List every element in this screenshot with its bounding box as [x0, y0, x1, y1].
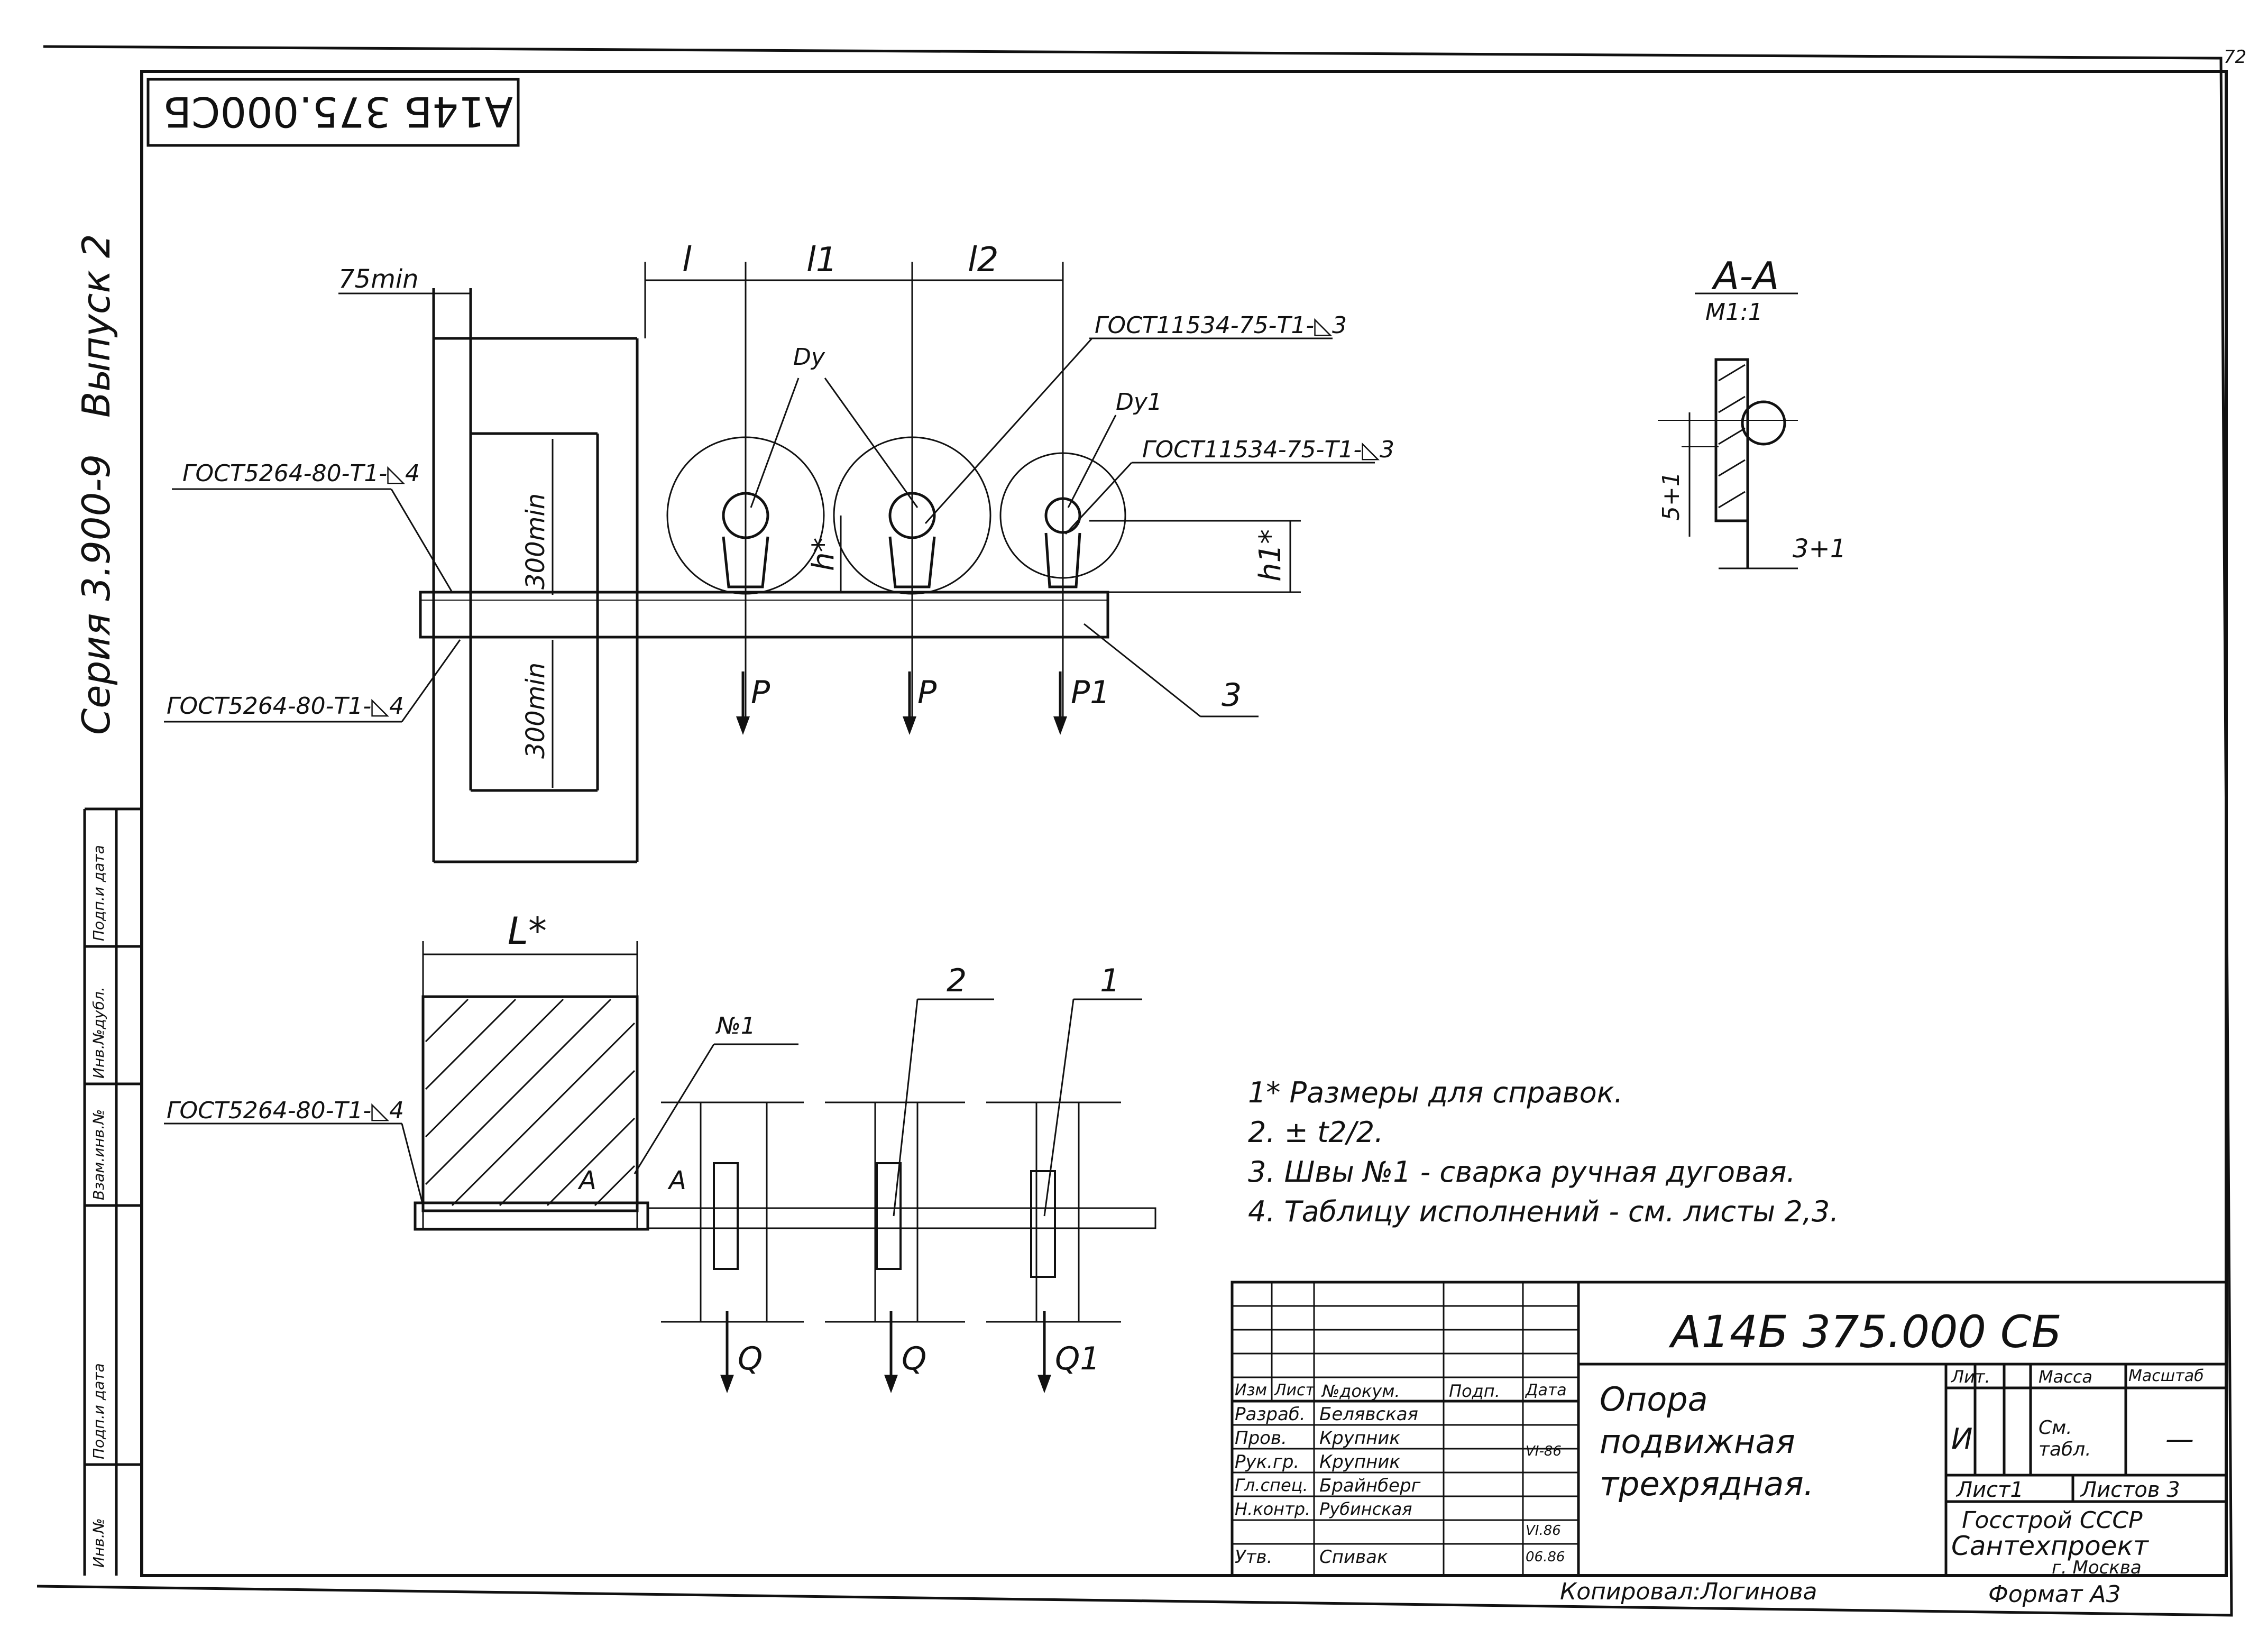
title-block-frame [1231, 1281, 2228, 1577]
doc-code: А14Б 375.000 СБ [1671, 1306, 2062, 1358]
row-date-6: 06.86 [1526, 1549, 1565, 1565]
load-label-p1: P1 [1071, 674, 1110, 711]
part-label-3: 3 [1222, 677, 1242, 714]
massa-value: См. табл. [2039, 1417, 2091, 1460]
weld-label-top-left: ГОСТ5264-80-Т1-◺4 [182, 460, 420, 487]
label-dy: Dy [793, 344, 825, 371]
section-mark-a-left: А [579, 1166, 596, 1195]
org-line-2: Сантехпроект [1951, 1531, 2148, 1561]
header-ndoc: №докум. [1322, 1381, 1400, 1401]
stamp-code: А14Б 375.000СБ [163, 87, 513, 135]
row-role-6: Утв. [1235, 1547, 1273, 1568]
load-label-q1: Q1 [1055, 1340, 1100, 1377]
plate-plan [414, 1201, 649, 1231]
row-name-1: Белявская [1319, 1404, 1418, 1425]
sheet-number: Лист1 [1957, 1478, 2024, 1502]
section-aa-title: А-А [1713, 254, 1779, 298]
title-line-2: подвижная [1600, 1422, 1795, 1461]
header-podp: Подп. [1449, 1381, 1500, 1401]
margin-label-sign-1: Подп.и дата [90, 1363, 107, 1459]
margin-label-replace: Взам.инв.№ [90, 1109, 107, 1200]
load-label-q-2: Q [902, 1340, 927, 1377]
dim-l2: l2 [968, 241, 999, 280]
margin-label-sign-2: Подп.и дата [90, 845, 107, 941]
margin-label-inv: Инв.№ [90, 1518, 107, 1568]
weld-no1: №1 [717, 1013, 756, 1039]
dim-h: h* [806, 537, 841, 572]
part-label-1: 1 [1100, 962, 1121, 999]
org-line-1: Госстрой СССР [1962, 1507, 2143, 1534]
page-number: 72 [2224, 47, 2247, 68]
dim-5: 5+1 [1658, 472, 1685, 521]
label-dy1: Dy1 [1116, 389, 1162, 416]
note-3: 3. Швы №1 - сварка ручная дуговая. [1248, 1155, 1796, 1189]
lit-value: И [1951, 1422, 1973, 1456]
note-4: 4. Таблицу исполнений - см. листы 2,3. [1248, 1195, 1839, 1228]
dim-300min-top: 300min [521, 493, 550, 590]
row-date-2: VI-86 [1526, 1443, 1562, 1459]
load-label-q-1: Q [738, 1340, 763, 1377]
column-plan [421, 995, 639, 1212]
row-name-6: Спивак [1319, 1547, 1388, 1568]
row-role-3: Рук.гр. [1235, 1451, 1300, 1472]
row-role-4: Гл.спец. [1235, 1475, 1308, 1495]
dim-L: L* [508, 909, 547, 953]
copied-by: Копировал:Логинова [1560, 1578, 1817, 1605]
section-aa-scale: М1:1 [1705, 299, 1763, 326]
load-label-p-1: P [751, 674, 770, 711]
dim-300min-bottom: 300min [521, 662, 550, 759]
sheets-total: Листов 3 [2081, 1478, 2180, 1502]
dim-75min: 75min [338, 264, 419, 294]
weld-label-plan: ГОСТ5264-80-Т1-◺4 [167, 1097, 405, 1124]
part-label-2: 2 [947, 962, 967, 999]
row-date-5: VI.86 [1526, 1523, 1561, 1539]
header-list: Лист [1274, 1381, 1315, 1400]
series-label: Серия 3.900-9 [74, 454, 118, 735]
load-label-p-2: P [917, 674, 937, 711]
header-data: Дата [1526, 1381, 1567, 1400]
note-1: 1* Размеры для справок. [1248, 1076, 1623, 1109]
weld-label-bottom-left: ГОСТ5264-80-Т1-◺4 [167, 693, 405, 720]
row-name-3: Крупник [1319, 1451, 1400, 1472]
title-line-1: Опора [1600, 1380, 1708, 1419]
dim-h1: h1* [1253, 529, 1288, 582]
weld-label-pipe-2: ГОСТ11534-75-Т1-◺3 [1142, 436, 1395, 463]
section-mark-a-right: А [669, 1166, 686, 1195]
masshtab-value: — [2165, 1422, 2194, 1456]
header-lit: Лит. [1951, 1367, 1990, 1387]
margin-label-dup: Инв.№дубл. [90, 987, 107, 1079]
title-line-3: трехрядная. [1600, 1465, 1814, 1503]
header-masshtab: Масштаб [2128, 1367, 2204, 1385]
beam [419, 591, 1109, 639]
row-name-5: Рубинская [1319, 1499, 1412, 1519]
row-name-4: Брайнберг [1319, 1475, 1421, 1496]
row-role-5: Н.контр. [1235, 1499, 1311, 1519]
header-massa: Масса [2039, 1367, 2093, 1387]
stamp-box [146, 78, 520, 147]
dim-l: l [682, 241, 692, 280]
row-role-2: Пров. [1235, 1428, 1287, 1449]
issue-label: Выпуск 2 [74, 234, 118, 418]
row-role-1: Разраб. [1235, 1404, 1306, 1425]
note-2: 2. ± t2/2. [1248, 1116, 1384, 1149]
format-label: Формат А3 [1988, 1581, 2121, 1608]
weld-label-pipe-1: ГОСТ11534-75-Т1-◺3 [1095, 312, 1347, 339]
dim-l1: l1 [806, 241, 838, 280]
org-line-3: г. Москва [2052, 1557, 2142, 1578]
row-name-2: Крупник [1319, 1428, 1400, 1449]
header-izm: Изм [1235, 1381, 1268, 1400]
dim-3: 3+1 [1793, 534, 1847, 564]
